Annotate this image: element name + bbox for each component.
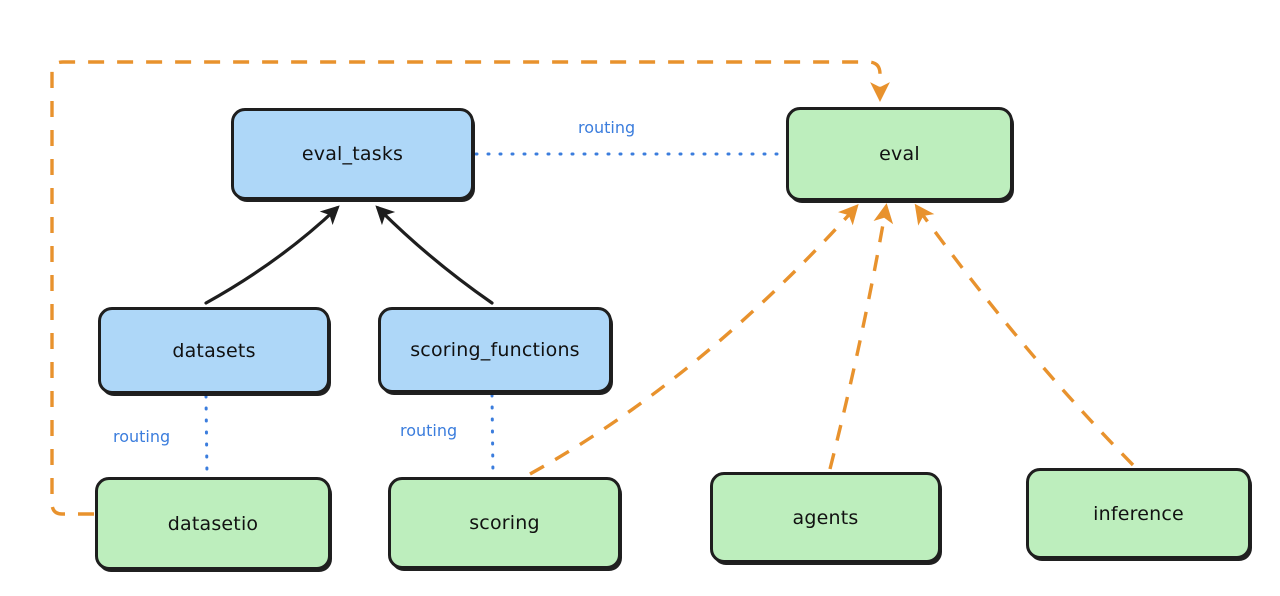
edge-datasetio-to-eval: [50, 60, 890, 516]
edge-inference-to-eval: [914, 203, 1135, 467]
node-label-datasets: datasets: [172, 339, 256, 362]
edge-datasets-to-eval-tasks: [204, 205, 340, 305]
edge-scoring-functions-to-eval-tasks: [375, 205, 494, 305]
node-label-inference: inference: [1093, 502, 1184, 525]
edge-scoring-to-eval: [529, 204, 859, 476]
node-scoring-functions[interactable]: scoring_functions: [378, 307, 612, 393]
node-eval-tasks[interactable]: eval_tasks: [231, 108, 474, 200]
edge-label-routing-datasets: routing: [113, 427, 171, 446]
edge-label-routing-scoring-functions: routing: [400, 421, 458, 440]
node-scoring[interactable]: scoring: [388, 477, 621, 569]
node-eval[interactable]: eval: [786, 107, 1013, 201]
edge-scoring-functions-to-scoring: [490, 393, 495, 478]
node-label-scoring-functions: scoring_functions: [410, 339, 580, 361]
node-label-agents: agents: [792, 506, 859, 529]
node-label-scoring: scoring: [469, 512, 540, 534]
edge-agents-to-eval: [828, 203, 894, 470]
node-label-datasetio: datasetio: [167, 512, 259, 535]
edge-label-routing-eval-tasks: routing: [578, 118, 636, 137]
node-agents[interactable]: agents: [710, 472, 941, 563]
node-inference[interactable]: inference: [1026, 468, 1251, 559]
node-datasetio[interactable]: datasetio: [95, 477, 331, 570]
edge-datasets-to-datasetio: [204, 394, 209, 478]
node-label-eval: eval: [879, 143, 920, 165]
node-label-eval-tasks: eval_tasks: [301, 143, 404, 165]
node-datasets[interactable]: datasets: [98, 307, 330, 394]
